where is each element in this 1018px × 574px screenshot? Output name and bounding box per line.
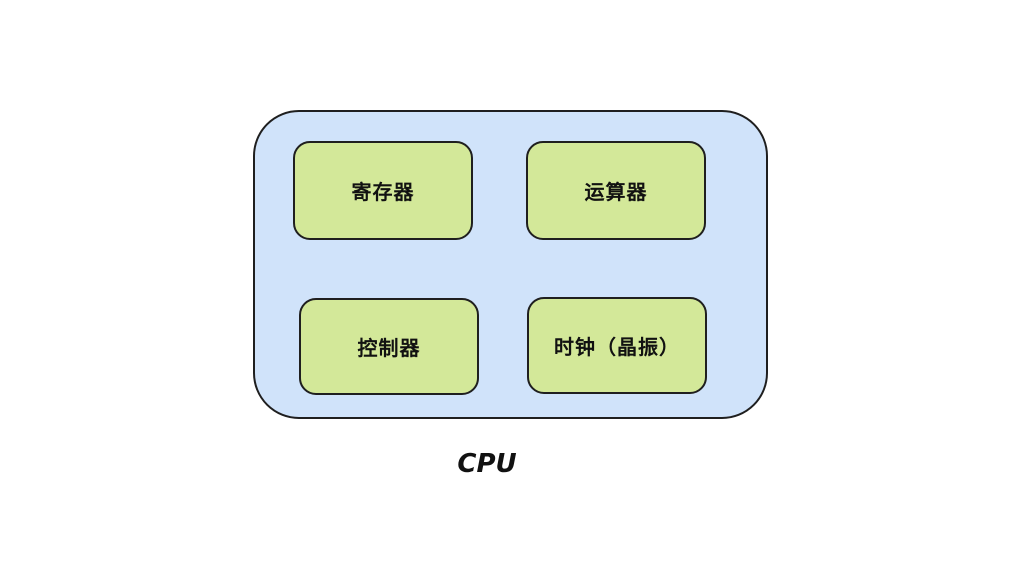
controller-label: 控制器: [357, 336, 421, 360]
component-box-alu: 运算器: [526, 141, 706, 240]
alu-label: 运算器: [584, 180, 648, 204]
register-label: 寄存器: [351, 180, 415, 204]
clock-label: 时钟（晶振）: [554, 335, 680, 359]
cpu-label: CPU: [457, 449, 517, 479]
component-box-controller: 控制器: [299, 298, 479, 395]
cpu-block: 寄存器 运算器 控制器 时钟（晶振）: [253, 110, 768, 419]
component-box-register: 寄存器: [293, 141, 473, 240]
component-box-clock: 时钟（晶振）: [527, 297, 707, 394]
